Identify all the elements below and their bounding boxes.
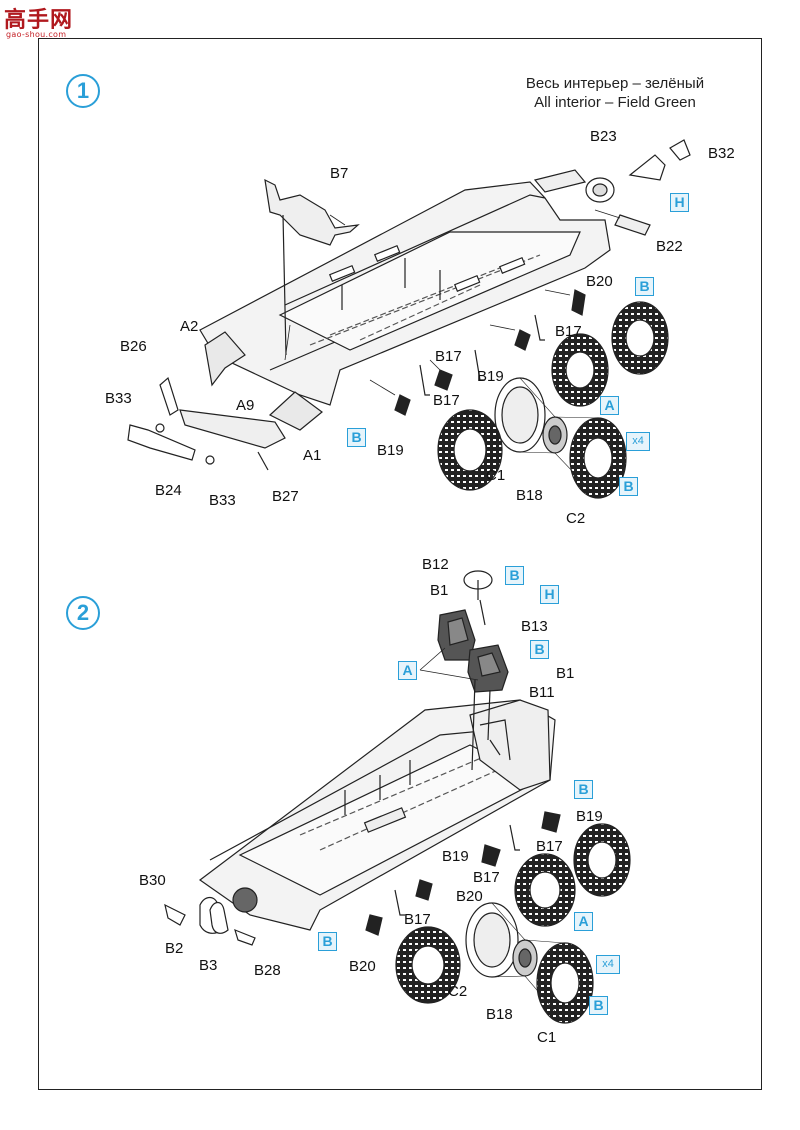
part-label-b17: B17	[536, 838, 563, 855]
part-label-b22: B22	[656, 238, 683, 255]
part-label-c2: C2	[448, 983, 468, 1000]
part-label-b23: B23	[590, 128, 617, 145]
paint-note-russian: Весь интерьер – зелёный	[525, 75, 705, 92]
part-label-b17: B17	[435, 348, 462, 365]
part-label-b13: B13	[521, 618, 548, 635]
part-label-c1: C1	[486, 467, 506, 484]
part-label-b19: B19	[377, 442, 404, 459]
part-label-a2: A2	[180, 318, 199, 335]
part-label-b26: B26	[120, 338, 147, 355]
step2-hull	[164, 570, 631, 1024]
part-label-b17: B17	[473, 869, 500, 886]
part-label-b2: B2	[165, 940, 184, 957]
paint-badge-b: B	[589, 996, 608, 1015]
part-label-b18: B18	[486, 1006, 513, 1023]
part-label-b17: B17	[404, 911, 431, 928]
part-label-a9: A9	[236, 397, 255, 414]
part-label-b19: B19	[576, 808, 603, 825]
part-label-b19: B19	[442, 848, 469, 865]
part-label-b7: B7	[330, 165, 349, 182]
paint-badge-b: B	[619, 477, 638, 496]
step-2-number: 2	[66, 596, 100, 630]
part-label-b24: B24	[155, 482, 182, 499]
paint-badge-b: B	[347, 428, 366, 447]
paint-badge-h: H	[670, 193, 689, 212]
part-label-b3: B3	[199, 957, 218, 974]
paint-badge-a: A	[600, 396, 619, 415]
paint-badge-b: B	[635, 277, 654, 296]
paint-badge-b: B	[530, 640, 549, 659]
instruction-frame	[38, 38, 762, 1090]
part-label-b32: B32	[708, 145, 735, 162]
part-label-c1: C1	[537, 1029, 557, 1046]
part-label-b17: B17	[555, 323, 582, 340]
part-label-b28: B28	[254, 962, 281, 979]
part-label-b20: B20	[456, 888, 483, 905]
watermark-logo: 高手网 gao-shou.com	[4, 2, 84, 40]
watermark-url: gao-shou.com	[6, 30, 67, 39]
quantity-badge-x4: x4	[596, 955, 620, 974]
part-label-b12: B12	[422, 556, 449, 573]
part-label-b30: B30	[139, 872, 166, 889]
part-label-b20: B20	[349, 958, 376, 975]
paint-note-english: All interior – Field Green	[534, 94, 696, 111]
part-label-b20: B20	[586, 273, 613, 290]
part-label-a1: A1	[303, 447, 322, 464]
part-label-b33: B33	[105, 390, 132, 407]
paint-note: Весь интерьер – зелёный All interior – F…	[490, 74, 740, 112]
part-label-b1: B1	[430, 582, 449, 599]
quantity-badge-x4: x4	[626, 432, 650, 451]
paint-badge-b: B	[318, 932, 337, 951]
part-label-b1: B1	[556, 665, 575, 682]
part-label-b11: B11	[529, 684, 555, 701]
step1-hull	[127, 139, 691, 499]
part-label-b19: B19	[477, 368, 504, 385]
watermark-name: 高手网	[4, 8, 74, 33]
step-1-number: 1	[66, 74, 100, 108]
part-label-b33: B33	[209, 492, 236, 509]
part-label-b18: B18	[516, 487, 543, 504]
part-label-c2: C2	[566, 510, 586, 527]
paint-badge-h: H	[540, 585, 559, 604]
part-label-b17: B17	[433, 392, 460, 409]
paint-badge-a: A	[574, 912, 593, 931]
part-label-b27: B27	[272, 488, 299, 505]
paint-badge-b: B	[505, 566, 524, 585]
paint-badge-b: B	[574, 780, 593, 799]
paint-badge-a: A	[398, 661, 417, 680]
